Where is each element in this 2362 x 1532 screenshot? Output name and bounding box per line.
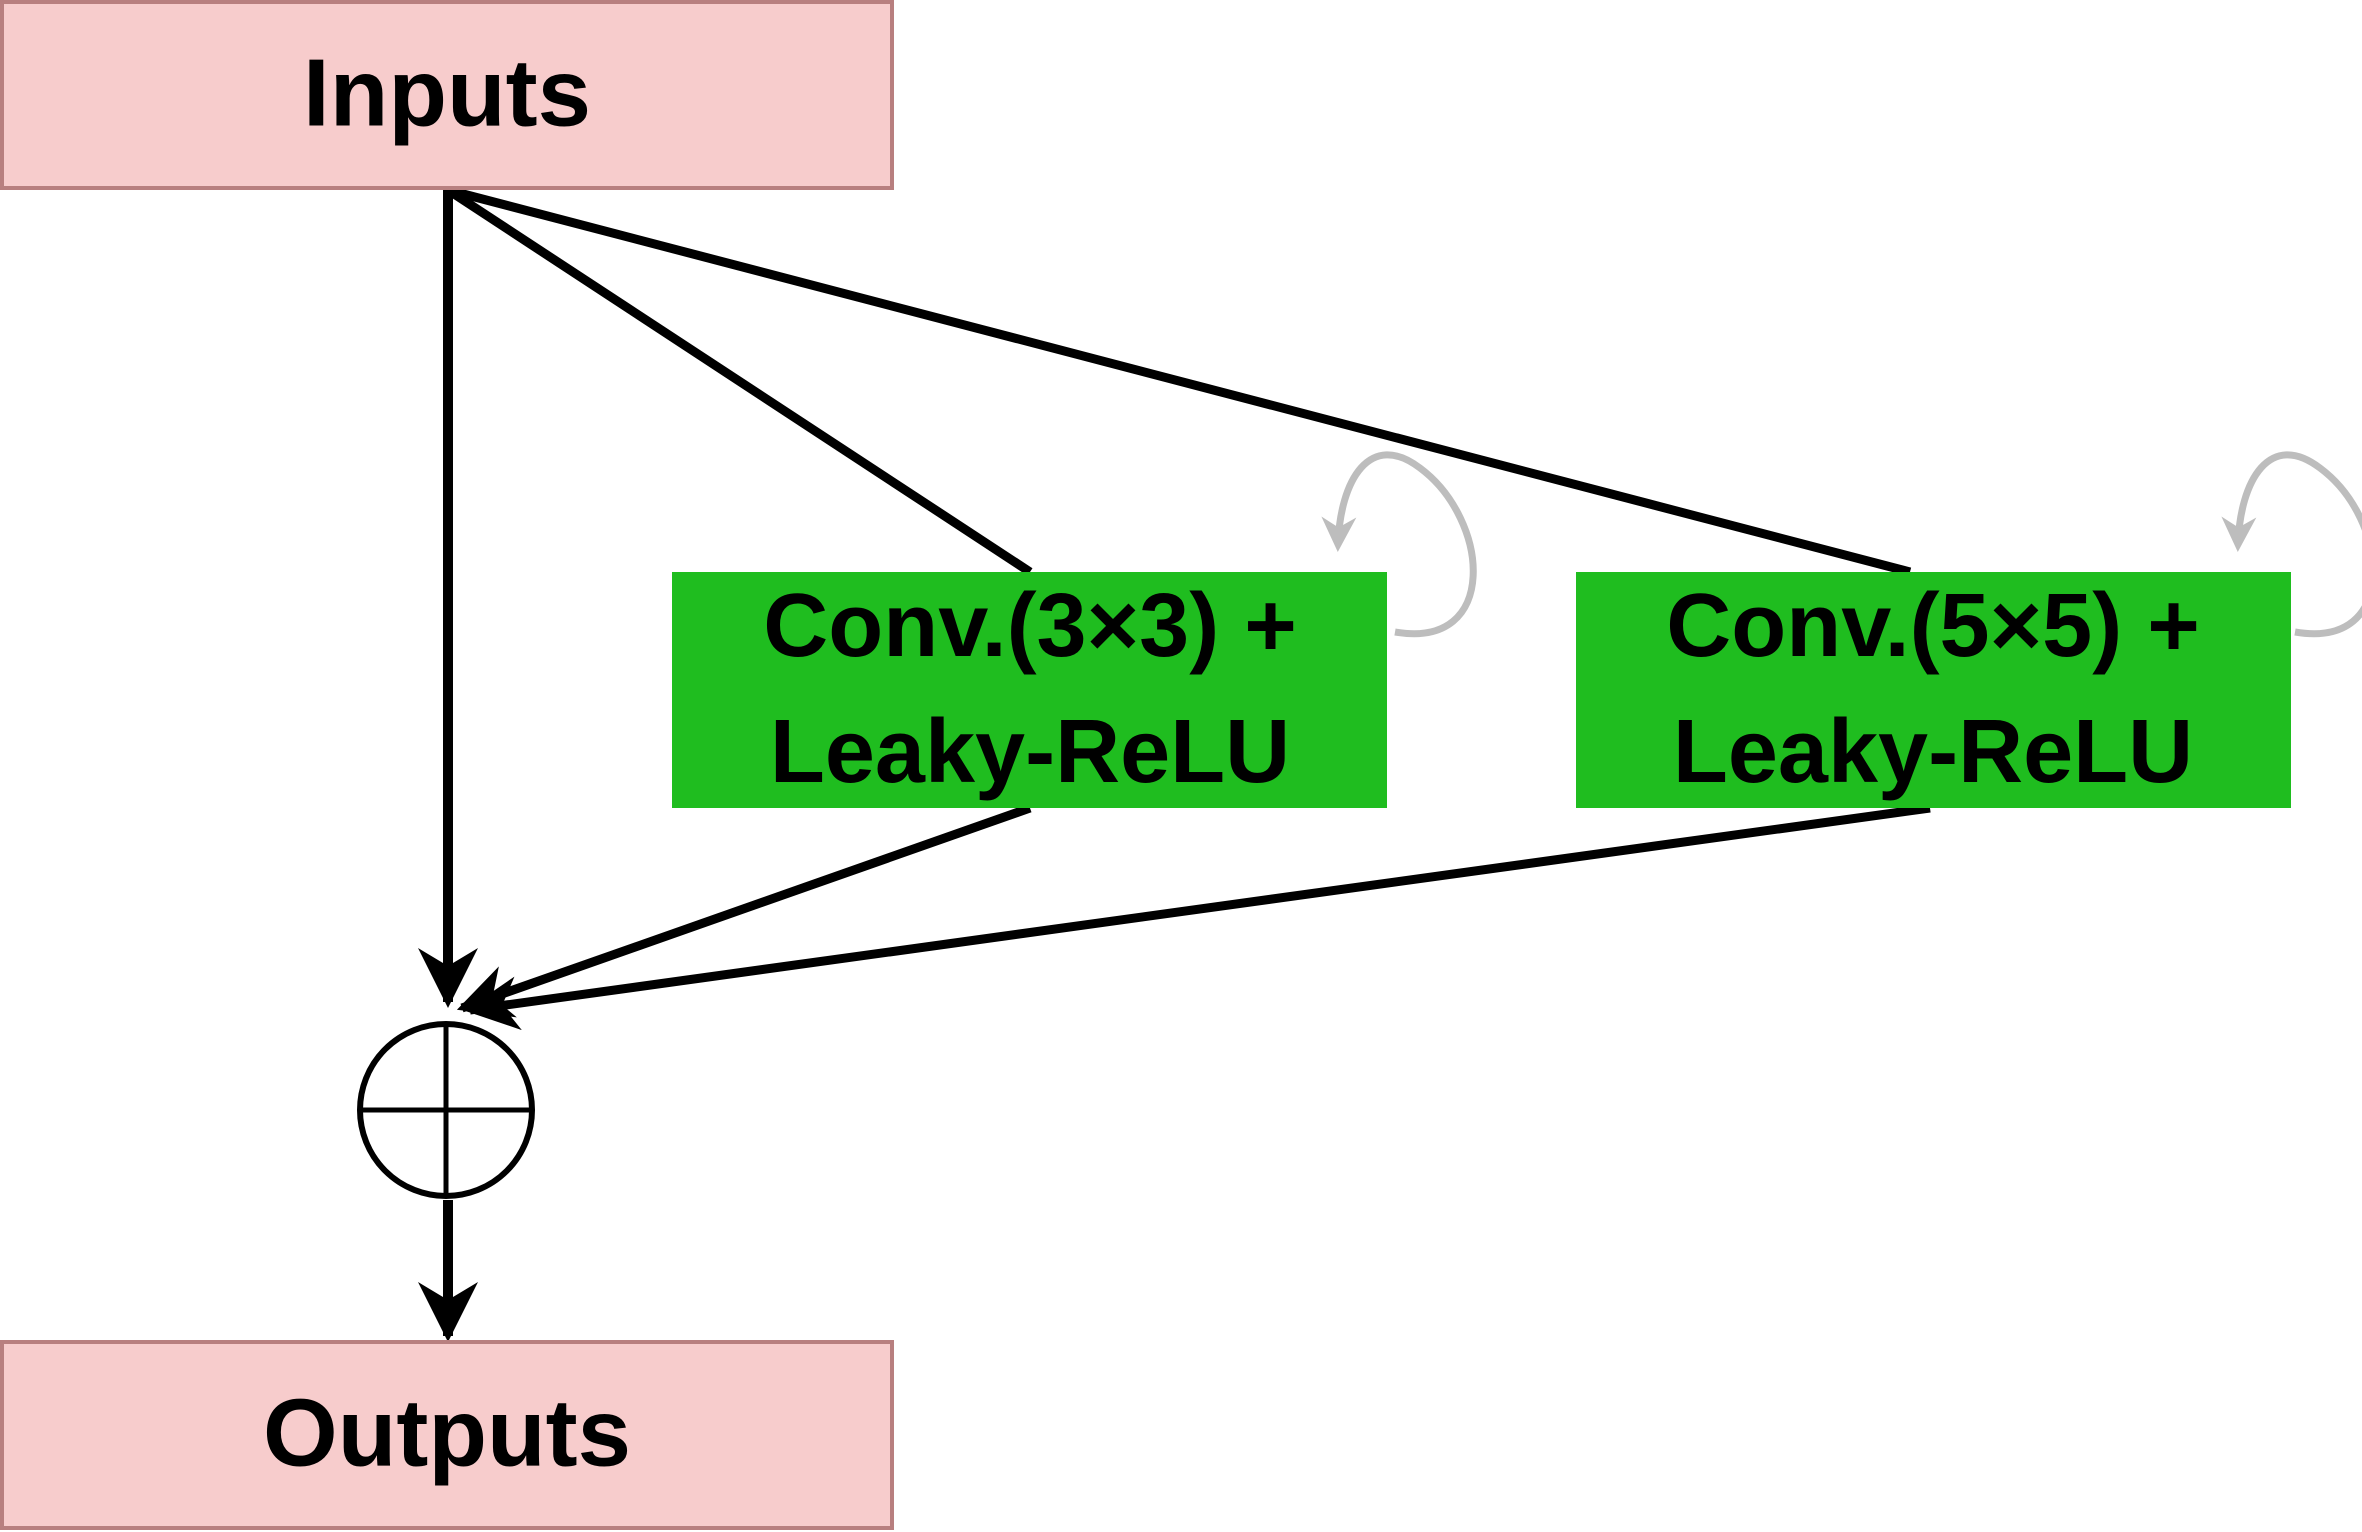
inputs-node: Inputs <box>0 0 894 190</box>
conv3-label-line2: Leaky-ReLU <box>770 702 1290 802</box>
self-loop-conv3 <box>1321 451 1477 638</box>
conv3-node: Conv.(3×3) + Leaky-ReLU <box>672 572 1387 808</box>
conv5-label-line1: Conv.(5×5) + <box>1666 576 2200 676</box>
edge-inputs-to-conv3 <box>445 186 1033 576</box>
edge-conv3-to-sum <box>456 803 1032 1018</box>
conv5-node: Conv.(5×5) + Leaky-ReLU <box>1576 572 2291 808</box>
self-loop-conv5 <box>2221 451 2362 638</box>
outputs-label: Outputs <box>263 1379 631 1486</box>
conv3-label-line1: Conv.(3×3) + <box>763 576 1297 676</box>
inputs-label: Inputs <box>303 39 591 146</box>
edge-inputs-to-conv5 <box>446 185 1912 577</box>
outputs-node: Outputs <box>0 1340 894 1530</box>
sum-node <box>357 1021 535 1199</box>
conv5-label-line2: Leaky-ReLU <box>1673 702 2193 802</box>
edge-conv5-to-sum <box>464 803 1931 1031</box>
